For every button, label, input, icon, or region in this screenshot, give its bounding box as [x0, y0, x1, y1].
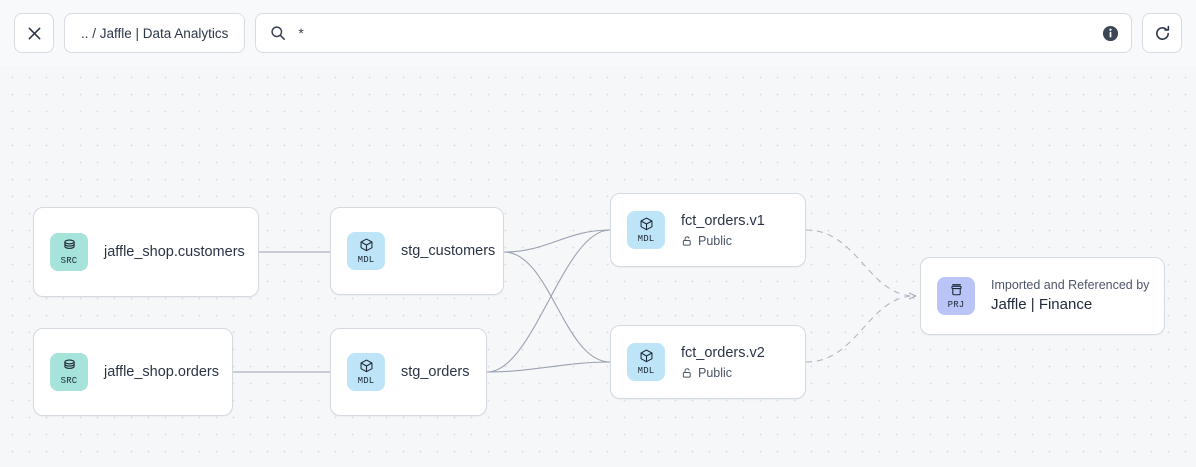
node-title: jaffle_shop.customers	[104, 243, 245, 260]
node-visibility-label: Public	[698, 365, 733, 380]
project-icon	[950, 284, 962, 296]
database-icon	[63, 239, 75, 249]
cube-icon	[640, 217, 652, 231]
graph-edge-e-fct-v2-prj	[805, 296, 915, 363]
refresh-icon	[1155, 25, 1169, 40]
node-labels: stg_customers	[401, 242, 495, 261]
node-type-label: MDL	[357, 376, 375, 386]
toolbar: .. / Jaffle | Data Analytics *	[0, 0, 1196, 66]
graph-edge-e-stg-customers-fct-v2	[503, 251, 611, 363]
graph-node-src-orders[interactable]: SRC jaffle_shop.orders	[33, 328, 233, 416]
node-visibility: Public	[681, 233, 765, 249]
graph-edge-e-stg-orders-fct-v1	[486, 229, 611, 373]
graph-edge-e-stg-customers-fct-v1	[503, 229, 611, 253]
search-value: *	[298, 25, 304, 41]
search-icon	[271, 26, 286, 40]
node-type-badge-prj: PRJ	[937, 277, 975, 315]
database-icon	[63, 359, 75, 369]
graph-edge-e-fct-v1-prj	[805, 229, 915, 296]
close-button[interactable]	[14, 13, 54, 53]
node-type-badge-mdl: MDL	[347, 353, 385, 391]
node-labels: jaffle_shop.orders	[104, 363, 219, 382]
node-type-label: MDL	[357, 255, 375, 265]
cube-icon	[360, 238, 372, 252]
node-visibility: Public	[681, 365, 765, 381]
node-title: fct_orders.v2	[681, 344, 765, 361]
node-type-badge-mdl: MDL	[627, 211, 665, 249]
node-type-badge-src: SRC	[50, 233, 88, 271]
node-title: fct_orders.v1	[681, 212, 765, 229]
graph-node-mdl-stg-orders[interactable]: MDL stg_orders	[330, 328, 487, 416]
node-labels: jaffle_shop.customers	[104, 243, 245, 262]
node-title: stg_customers	[401, 242, 496, 259]
unlock-icon	[682, 235, 691, 246]
node-labels: stg_orders	[401, 363, 470, 382]
breadcrumb-label: .. / Jaffle | Data Analytics	[81, 25, 229, 41]
cube-icon	[360, 359, 372, 373]
node-visibility-label: Public	[698, 233, 733, 248]
node-kicker: Imported and Referenced by	[991, 278, 1150, 292]
graph-node-mdl-stg-customers[interactable]: MDL stg_customers	[330, 207, 504, 295]
node-type-label: PRJ	[947, 300, 965, 310]
graph-node-prj-jaffle-finance[interactable]: PRJ Imported and Referenced by Jaffle | Fi…	[920, 257, 1165, 335]
node-title: stg_orders	[401, 363, 470, 380]
info-icon[interactable]	[1102, 25, 1119, 42]
node-type-label: MDL	[637, 366, 655, 376]
close-icon	[28, 27, 40, 39]
node-type-label: SRC	[60, 376, 78, 386]
graph-node-src-customers[interactable]: SRC jaffle_shop.customers	[33, 207, 259, 297]
node-type-badge-mdl: MDL	[347, 232, 385, 270]
refresh-button[interactable]	[1142, 13, 1182, 53]
cube-icon	[640, 349, 652, 363]
search-input[interactable]: *	[255, 13, 1132, 53]
breadcrumb[interactable]: .. / Jaffle | Data Analytics	[64, 13, 246, 53]
node-type-badge-mdl: MDL	[627, 343, 665, 381]
graph-edge-e-stg-orders-fct-v2	[486, 361, 611, 373]
unlock-icon	[682, 367, 691, 378]
node-type-label: SRC	[60, 256, 78, 266]
node-labels: Imported and Referenced by Jaffle | Finan…	[991, 277, 1149, 315]
node-type-label: MDL	[637, 234, 655, 244]
node-title: jaffle_shop.orders	[104, 363, 220, 380]
node-type-badge-src: SRC	[50, 353, 88, 391]
node-main-label: Jaffle | Finance	[991, 296, 1093, 313]
